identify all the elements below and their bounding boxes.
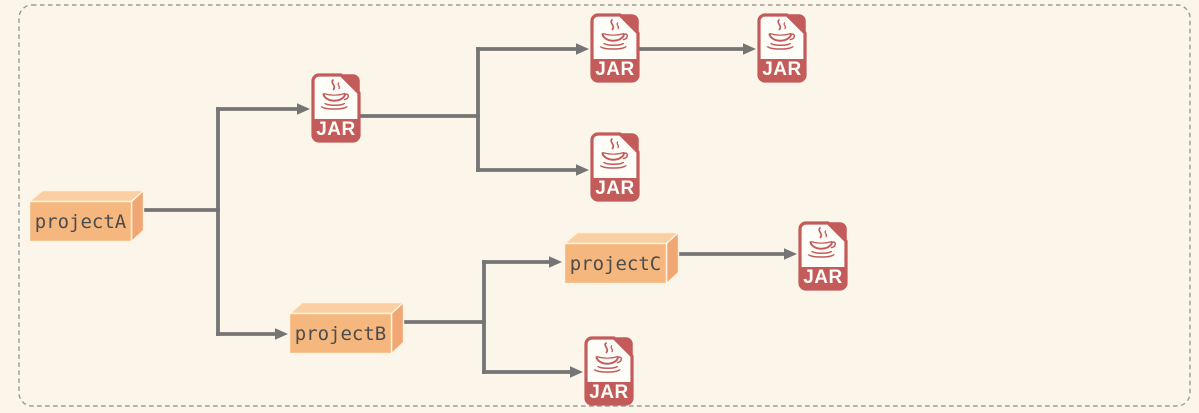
arrowheads — [275, 43, 797, 378]
jar-file-label: JAR — [803, 266, 843, 288]
arrowhead-jar4 — [576, 164, 589, 176]
node-label-projectB: projectB — [294, 322, 387, 345]
jar-file-label: JAR — [762, 58, 802, 80]
package-box-icon — [563, 231, 680, 285]
java-cup-glyph — [766, 18, 796, 50]
arrowhead-jar5 — [570, 366, 583, 378]
arrowhead-projectB — [275, 328, 288, 340]
java-jar-file-icon — [590, 132, 640, 202]
node-jar2: JAR — [590, 13, 640, 83]
node-jar3: JAR — [757, 13, 807, 83]
package-box-icon — [28, 189, 145, 243]
node-jar4: JAR — [590, 132, 640, 202]
arrowhead-jar6 — [784, 248, 797, 260]
java-jar-file-icon — [757, 13, 807, 83]
java-jar-file-icon — [798, 221, 848, 291]
arrowhead-jar2 — [576, 43, 589, 55]
arrowhead-projectC — [549, 256, 562, 268]
arrowhead-jar1 — [297, 103, 310, 115]
node-jar5: JAR — [584, 336, 634, 406]
java-jar-file-icon — [590, 13, 640, 83]
java-cup-glyph — [807, 226, 837, 258]
node-label-projectA: projectA — [34, 210, 127, 233]
node-jar6: JAR — [798, 221, 848, 291]
java-jar-file-icon — [311, 73, 361, 143]
java-cup-glyph — [320, 78, 350, 110]
arrowhead-jar3 — [743, 43, 756, 55]
jar-file-label: JAR — [316, 118, 356, 140]
node-jar1: JAR — [311, 73, 361, 143]
diagram-frame-border — [18, 4, 1191, 407]
java-cup-glyph — [599, 137, 629, 169]
jar-file-label: JAR — [589, 381, 629, 403]
package-box-icon — [288, 301, 405, 355]
java-cup-glyph — [593, 341, 623, 373]
node-projectB: projectB — [288, 301, 405, 355]
jar-file-label: JAR — [595, 58, 635, 80]
node-label-projectC: projectC — [569, 252, 662, 275]
jar-file-label: JAR — [595, 177, 635, 199]
node-projectC: projectC — [563, 231, 680, 285]
java-jar-file-icon — [584, 336, 634, 406]
java-cup-glyph — [599, 18, 629, 50]
node-projectA: projectA — [28, 189, 145, 243]
